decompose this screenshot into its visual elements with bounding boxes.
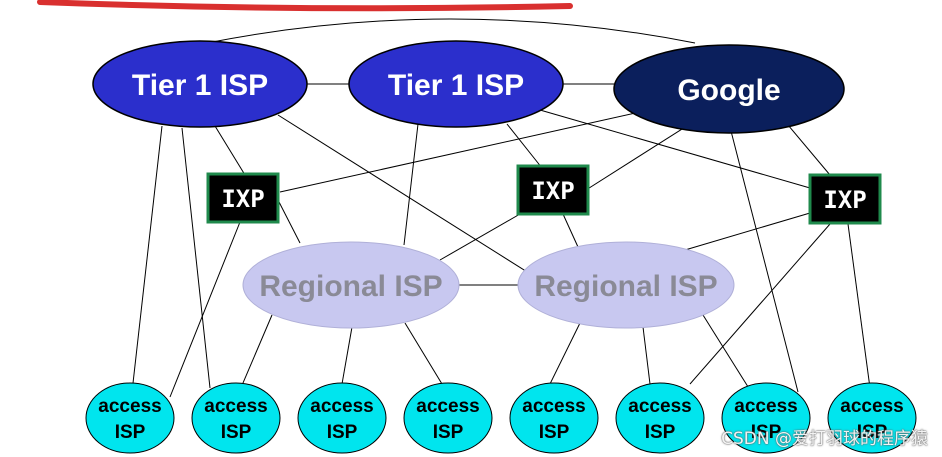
access-isp-1-bottom: ISP: [115, 422, 146, 443]
link-tier1a-access1: [131, 125, 163, 393]
link-ixp1-access1: [169, 221, 241, 398]
link-google-ixp3: [787, 124, 831, 176]
link-tier1a-google-arc: [206, 18, 696, 44]
link-ixp2-regional1: [439, 213, 521, 261]
access-isp-8-bottom: ISP: [857, 422, 888, 443]
access-isp-2: access ISP: [191, 382, 281, 454]
link-regional2-access6: [642, 326, 651, 385]
link-regional2-access5: [547, 322, 581, 389]
link-ixp1-google: [279, 111, 641, 193]
access-isp-5-bottom: ISP: [539, 422, 570, 443]
ixp-2-label: IXP: [531, 177, 574, 205]
access-isp-3-bottom: ISP: [327, 422, 358, 443]
tier1-isp-a-label: Tier 1 ISP: [132, 69, 268, 102]
access-isp-4-bottom: ISP: [433, 422, 464, 443]
ixp-1: IXP: [206, 172, 280, 224]
csdn-watermark: CSDN @爱打羽球的程序猿: [721, 429, 928, 449]
link-ixp1-regional1: [277, 199, 301, 244]
access-isp-7: access ISP: [721, 382, 811, 454]
ixp-3: IXP: [808, 173, 882, 225]
link-ixp3-regional2: [684, 212, 811, 251]
regional-isp-2: Regional ISP: [517, 241, 735, 329]
access-isp-6-top: access: [628, 396, 691, 417]
link-tier1b-ixp3: [539, 109, 811, 189]
tier1-isp-a: Tier 1 ISP: [92, 40, 308, 128]
top-red-accent: [37, 0, 573, 12]
link-tier1a-ixp1: [214, 125, 246, 176]
access-isp-3: access ISP: [297, 382, 387, 454]
link-regional1-access3: [341, 326, 353, 385]
access-isp-7-bottom: ISP: [751, 422, 782, 443]
link-regional1-access2: [239, 314, 273, 391]
link-ixp2-google: [585, 123, 691, 191]
regional-isp-2-label: Regional ISP: [534, 270, 717, 303]
access-isp-5-top: access: [522, 396, 585, 417]
regional-isp-1: Regional ISP: [242, 241, 460, 329]
link-ixp3-access8: [847, 223, 871, 389]
access-isp-6: access ISP: [615, 382, 705, 454]
access-isp-8-top: access: [840, 396, 903, 417]
access-isp-2-top: access: [204, 396, 267, 417]
links: [131, 18, 871, 398]
link-tier1b-regional1: [403, 123, 419, 246]
link-ixp3-access6: [689, 223, 831, 385]
access-isp-6-bottom: ISP: [645, 422, 676, 443]
google-label: Google: [677, 74, 780, 107]
access-isp-7-top: access: [734, 396, 797, 417]
link-google-access7: [730, 130, 799, 393]
access-isp-8: access ISP: [827, 382, 917, 454]
access-isp-1-top: access: [98, 396, 161, 417]
ixp-2: IXP: [516, 164, 590, 216]
tier1-isp-b: Tier 1 ISP: [348, 40, 564, 128]
link-ixp2-regional2: [562, 213, 579, 248]
regional-isp-1-label: Regional ISP: [259, 270, 442, 303]
access-isp-5: access ISP: [509, 382, 599, 454]
ixp-3-label: IXP: [823, 186, 866, 214]
link-tier1b-ixp2: [506, 123, 543, 169]
google-node: Google: [613, 44, 845, 134]
access-isp-1: access ISP: [85, 382, 175, 454]
link-regional1-access4: [404, 322, 443, 385]
access-isp-4-top: access: [416, 396, 479, 417]
access-isp-4: access ISP: [403, 382, 493, 454]
link-regional2-access7: [702, 314, 751, 391]
access-isp-2-bottom: ISP: [221, 422, 252, 443]
tier1-isp-b-label: Tier 1 ISP: [388, 69, 524, 102]
ixp-1-label: IXP: [221, 185, 264, 213]
link-tier1a-access2: [181, 127, 211, 389]
access-isp-3-top: access: [310, 396, 373, 417]
